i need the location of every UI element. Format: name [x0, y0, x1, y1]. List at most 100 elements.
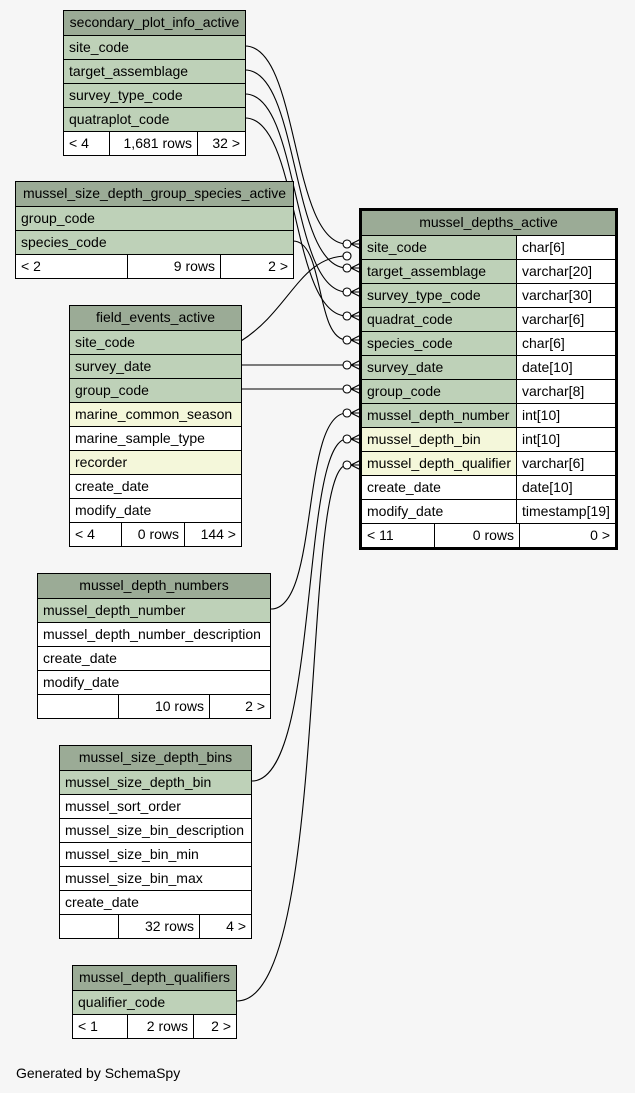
column-row[interactable]: site_code — [64, 35, 245, 59]
row-count: 0 rows — [434, 524, 519, 547]
column-row[interactable]: site_code char[6] — [362, 235, 615, 259]
edge-end-circle — [342, 384, 352, 394]
column-row[interactable]: mussel_size_bin_max — [60, 866, 251, 890]
table-mussel-depth-qualifiers[interactable]: mussel_depth_qualifiers qualifier_code <… — [72, 965, 237, 1039]
column-row[interactable]: create_date date[10] — [362, 475, 615, 499]
edge-fieldevents-site_code — [240, 255, 348, 342]
table-title[interactable]: mussel_size_depth_group_species_active — [16, 182, 293, 206]
table-mussel-size-depth-bins[interactable]: mussel_size_depth_bins mussel_size_depth… — [59, 745, 252, 939]
column-row[interactable]: survey_type_code — [64, 83, 245, 107]
column-row[interactable]: mussel_size_bin_min — [60, 842, 251, 866]
edge-groupspecies-species_code — [292, 240, 348, 341]
edge-secondary-site_code — [244, 45, 348, 245]
column-row[interactable]: mussel_size_bin_description — [60, 818, 251, 842]
row-count: 32 rows — [118, 915, 199, 938]
children-link[interactable]: 2 > — [193, 1015, 236, 1038]
table-secondary-plot-info-active[interactable]: secondary_plot_info_active site_code tar… — [63, 10, 246, 156]
edge-secondary-target_assemblage — [244, 69, 348, 269]
edge-end-circle — [342, 251, 352, 261]
children-link[interactable]: 4 > — [199, 915, 251, 938]
parents-link[interactable] — [60, 915, 118, 938]
column-row[interactable]: survey_date — [70, 354, 241, 378]
column-row[interactable]: quatraplot_code — [64, 107, 245, 131]
table-footer: 32 rows 4 > — [60, 914, 251, 938]
column-row[interactable]: mussel_depth_bin int[10] — [362, 427, 615, 451]
column-row[interactable]: group_code — [70, 378, 241, 402]
column-row[interactable]: species_code char[6] — [362, 331, 615, 355]
column-row[interactable]: qualifier_code — [73, 990, 236, 1014]
column-row[interactable]: marine_sample_type — [70, 426, 241, 450]
column-row[interactable]: survey_date date[10] — [362, 355, 615, 379]
column-row[interactable]: modify_date — [38, 670, 270, 694]
parents-link[interactable]: < 4 — [69, 135, 89, 151]
edge-sizedepthbins — [251, 438, 348, 782]
row-count: 9 rows — [127, 255, 220, 278]
table-title[interactable]: mussel_depth_numbers — [38, 574, 270, 598]
edge-end-circle — [342, 460, 352, 470]
table-mussel-depths-active[interactable]: mussel_depths_active site_code char[6] t… — [359, 208, 618, 550]
edge-end-circle — [342, 311, 352, 321]
column-row[interactable]: create_date — [60, 890, 251, 914]
table-footer: < 2 9 rows 2 > — [16, 254, 293, 278]
column-row[interactable]: create_date — [70, 474, 241, 498]
table-footer: < 4 1,681 rows 32 > — [64, 131, 245, 155]
row-count: 1,681 rows — [109, 132, 197, 155]
parents-link[interactable]: < 2 — [21, 258, 41, 274]
edge-secondary-survey_type_code — [244, 93, 348, 293]
column-row[interactable]: group_code — [16, 206, 293, 230]
children-link[interactable]: 32 > — [197, 132, 245, 155]
parents-link[interactable]: < 4 — [75, 526, 95, 542]
children-link[interactable]: 2 > — [220, 255, 293, 278]
row-count: 10 rows — [118, 695, 209, 718]
table-group-species-active[interactable]: mussel_size_depth_group_species_active g… — [15, 181, 294, 279]
column-row[interactable]: species_code — [16, 230, 293, 254]
table-field-events-active[interactable]: field_events_active site_code survey_dat… — [69, 305, 242, 547]
edge-depthqualifiers — [236, 464, 348, 1002]
children-link[interactable]: 0 > — [519, 524, 615, 547]
edge-depthnumbers — [270, 412, 348, 610]
table-footer: < 4 0 rows 144 > — [70, 522, 241, 546]
table-footer: < 1 2 rows 2 > — [73, 1014, 236, 1038]
parents-link[interactable] — [38, 695, 118, 718]
children-link[interactable]: 144 > — [184, 523, 241, 546]
generated-by-text: Generated by SchemaSpy — [16, 1065, 181, 1081]
column-row[interactable]: modify_date timestamp[19] — [362, 499, 615, 523]
column-row[interactable]: mussel_depth_number int[10] — [362, 403, 615, 427]
row-count: 2 rows — [127, 1015, 193, 1038]
edge-end-circle — [342, 360, 352, 370]
table-footer: 10 rows 2 > — [38, 694, 270, 718]
column-row[interactable]: survey_type_code varchar[30] — [362, 283, 615, 307]
column-row[interactable]: marine_common_season — [70, 402, 241, 426]
edge-end-circle — [342, 408, 352, 418]
column-row[interactable]: group_code varchar[8] — [362, 379, 615, 403]
column-row[interactable]: target_assemblage — [64, 59, 245, 83]
children-link[interactable]: 2 > — [209, 695, 270, 718]
edge-end-circle — [342, 335, 352, 345]
parents-link[interactable]: < 1 — [78, 1018, 98, 1034]
table-mussel-depth-numbers[interactable]: mussel_depth_numbers mussel_depth_number… — [37, 573, 271, 719]
column-row[interactable]: mussel_sort_order — [60, 794, 251, 818]
table-footer: < 11 0 rows 0 > — [362, 523, 615, 547]
column-row[interactable]: create_date — [38, 646, 270, 670]
table-title[interactable]: mussel_depths_active — [362, 211, 615, 235]
parents-link[interactable]: < 11 — [367, 527, 394, 543]
table-title[interactable]: mussel_size_depth_bins — [60, 746, 251, 770]
column-row[interactable]: site_code — [70, 330, 241, 354]
column-row[interactable]: mussel_depth_qualifier varchar[6] — [362, 451, 615, 475]
column-row[interactable]: modify_date — [70, 498, 241, 522]
column-row[interactable]: quadrat_code varchar[6] — [362, 307, 615, 331]
edge-end-circle — [342, 239, 352, 249]
column-row[interactable]: mussel_size_depth_bin — [60, 770, 251, 794]
table-title[interactable]: mussel_depth_qualifiers — [73, 966, 236, 990]
column-row[interactable]: target_assemblage varchar[20] — [362, 259, 615, 283]
table-title[interactable]: secondary_plot_info_active — [64, 11, 245, 35]
edge-end-circle — [342, 287, 352, 297]
edge-secondary-quatraplot_code — [244, 117, 348, 317]
row-count: 0 rows — [121, 523, 184, 546]
column-row[interactable]: recorder — [70, 450, 241, 474]
edge-end-circle — [342, 263, 352, 273]
column-row[interactable]: mussel_depth_number_description — [38, 622, 270, 646]
table-title[interactable]: field_events_active — [70, 306, 241, 330]
column-row[interactable]: mussel_depth_number — [38, 598, 270, 622]
